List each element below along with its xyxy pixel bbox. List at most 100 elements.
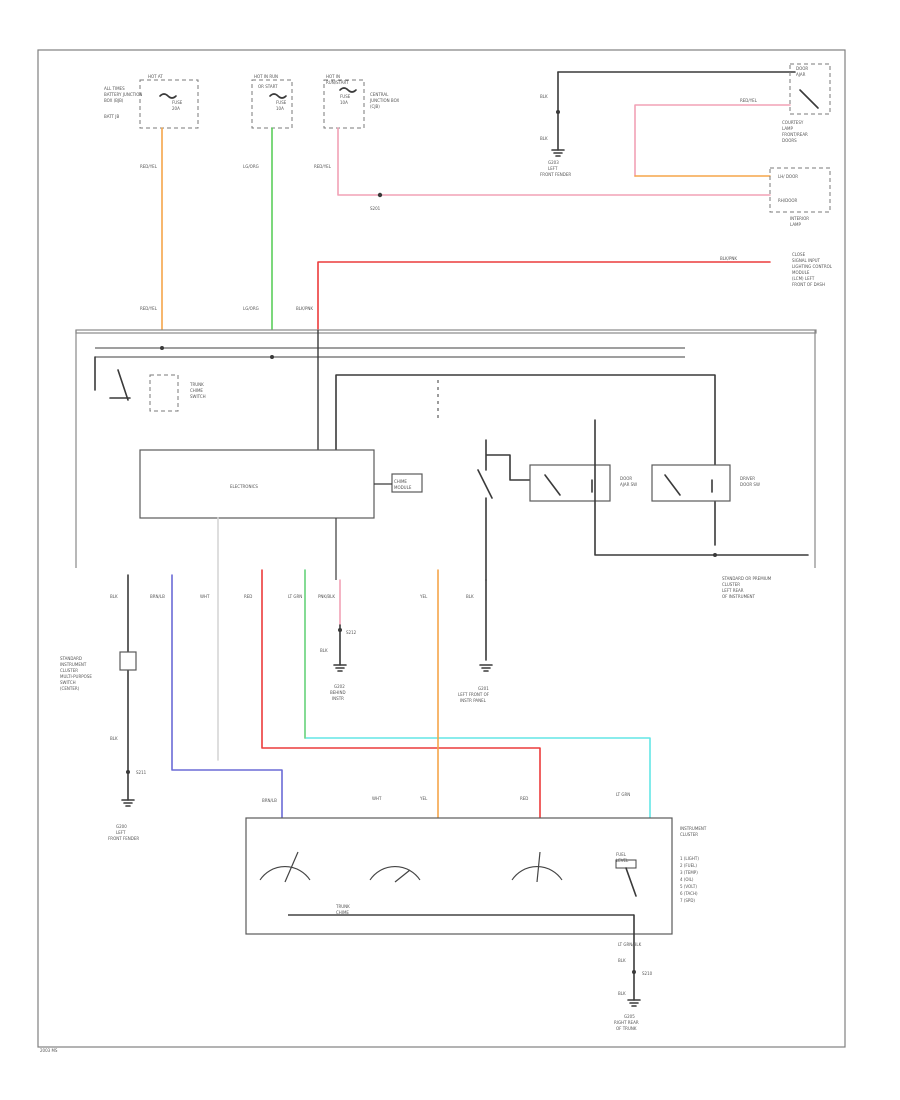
- fuse-ign-label-3: 10A: [276, 106, 284, 111]
- gauge-1: [259, 851, 311, 883]
- sw-top-right-label-0: DOOR: [796, 66, 808, 71]
- fuse-block-ignition: HOT IN RUN OR START FUSE 10A: [251, 74, 293, 129]
- electronics-label: ELECTRONICS: [230, 484, 258, 489]
- wire-red-label: RED: [244, 594, 252, 599]
- sw-top-right-label-1: AJAR: [796, 72, 806, 77]
- middle-switch: [477, 439, 531, 581]
- ground-top-label-2: FRONT FENDER: [540, 172, 571, 177]
- door-sw-left-label-0: DOOR: [620, 476, 632, 481]
- door-switch-right: [664, 474, 713, 496]
- right-ground-label-2: INSTR PANEL: [460, 698, 487, 703]
- wire-blue: [171, 574, 283, 819]
- electronics-box: [139, 449, 375, 519]
- left-blk-label: BLK: [110, 736, 118, 741]
- red-right-label-1: SIGNAL INPUT: [792, 258, 821, 263]
- trunk-switch-box: [149, 374, 179, 412]
- switch-top-right: [799, 89, 819, 109]
- cluster-boundary-top: [75, 329, 817, 334]
- cluster-side-6: 7 (SPD): [680, 898, 695, 903]
- left-module-label-3: MULTI-PURPOSE: [60, 674, 92, 679]
- bottom-wire-3: BLK: [618, 991, 626, 996]
- lamp-junction-label-0: INTERIOR: [790, 216, 809, 221]
- left-s-label: S211: [136, 770, 147, 775]
- splice-label: S201: [370, 206, 381, 211]
- ground-symbol-left: [121, 799, 135, 807]
- door-switch-right-box: [651, 464, 731, 502]
- cluster-wire-4: LT GRN: [616, 792, 630, 797]
- left-splice: [126, 770, 130, 774]
- trunk-sw-label-2: SWITCH: [190, 394, 206, 399]
- fuse-block-battery: HOT AT ALL TIMES BATTERY JUNCTION BOX (B…: [104, 74, 199, 129]
- ground-symbol-right: [479, 664, 493, 672]
- instrument-cluster-box: [245, 817, 673, 935]
- cluster-side-2: 3 (TEMP): [680, 870, 698, 875]
- fuse-symbol-batt: [159, 93, 177, 99]
- cluster-side-3: 4 (OIL): [680, 877, 694, 882]
- mid-ground-label-1: BEHIND: [330, 690, 346, 695]
- left-module-label-4: SWITCH: [60, 680, 76, 685]
- left-module-box: [119, 651, 137, 671]
- mid-pk-label: S212: [346, 630, 357, 635]
- lamp-top-right-label-1: LAMP: [782, 126, 794, 131]
- right-ground-label-0: G201: [478, 686, 489, 691]
- door-switch-left: [544, 474, 593, 496]
- fuse-run-label-2: FUSE: [340, 94, 351, 99]
- fuse-run-label-5: JUNCTION BOX: [369, 98, 399, 103]
- fuse-symbol-run: [339, 87, 357, 93]
- left-ground-label-2: FRONT FENDER: [108, 836, 139, 841]
- left-ground-label-1: LEFT: [116, 830, 126, 835]
- bus-node-1: [160, 346, 164, 350]
- trunk-sw-label-1: CHIME: [190, 388, 203, 393]
- trunk-sw-label-0: TRUNK: [189, 382, 204, 387]
- wire-red: [261, 569, 541, 819]
- fuse-symbol-ign: [269, 93, 287, 99]
- fuse-batt-label-6: BATT JB: [104, 114, 119, 119]
- bottom-splice: [632, 970, 636, 974]
- ground-symbol-bottom: [627, 999, 641, 1007]
- cluster-wire-0: BRN/LB: [262, 798, 277, 803]
- fuel-label-1: LEVEL: [616, 858, 629, 863]
- cluster-side-1: 2 (FUEL): [680, 863, 697, 868]
- bottom-ground-label-0: G205: [624, 1014, 635, 1019]
- red-right-label-5: FRONT OF DASH: [792, 282, 825, 287]
- red-right-wire-label: BLK/PNK: [720, 256, 737, 261]
- wire-pink-top-label: RED/YEL: [314, 164, 332, 169]
- buzzer-label-0: CHIME: [394, 479, 407, 484]
- red-right-label-3: MODULE: [792, 270, 810, 275]
- fuse-ign-label-1: OR START: [258, 84, 278, 89]
- switch-top-right-box: [789, 63, 831, 115]
- ground-top-label-1: LEFT: [548, 166, 558, 171]
- wire-grn-label: LT GRN: [288, 594, 302, 599]
- wire-black-door-bottom: [594, 419, 809, 556]
- ground-top-label-0: G203: [548, 160, 559, 165]
- wire-orange-top-label: RED/YEL: [140, 164, 158, 169]
- sw-group-label-2: LEFT REAR: [722, 588, 744, 593]
- wire-or-mid-label: YEL: [419, 594, 428, 599]
- mid-blk-label: BLK: [320, 648, 328, 653]
- wire-blk-left-label: BLK: [110, 594, 118, 599]
- wire-black-loop: [335, 374, 716, 546]
- wire-wht-label: WHT: [200, 594, 210, 599]
- lamp-sw-right-label-1: RH/DOOR: [778, 198, 798, 203]
- gauge-4-fuel: FUEL LEVEL: [615, 852, 637, 897]
- wire-pink-right-loop: [634, 104, 791, 177]
- cluster-wire-3: RED: [520, 796, 528, 801]
- bus-node-2: [270, 355, 274, 359]
- cluster-name-1: CLUSTER: [680, 832, 698, 837]
- bottom-wire-1: BLK: [618, 958, 626, 963]
- lamp-top-right-label-3: DOORS: [782, 138, 797, 143]
- cluster-bottom-label-1: CHIME: [336, 910, 349, 915]
- fuse-batt-label-1: ALL TIMES: [104, 86, 125, 91]
- wire-blu-label: BRN/LB: [150, 594, 165, 599]
- bottom-ground-label-2: OF TRUNK: [616, 1026, 637, 1031]
- mid-splice: [338, 628, 342, 632]
- lamp-sw-right-label-0: LH/ DOOR: [778, 174, 798, 179]
- left-ground-label-0: G200: [116, 824, 127, 829]
- left-module-label-0: STANDARD: [60, 656, 82, 661]
- splice-top-black: [556, 110, 560, 114]
- splice-s201: [377, 192, 383, 198]
- fuse-block-run: HOT IN RUN/START FUSE 10A CENTRAL JUNCTI…: [323, 74, 399, 129]
- sw-group-label-1: CLUSTER: [722, 582, 740, 587]
- lamp-junction-label-1: LAMP: [790, 222, 802, 227]
